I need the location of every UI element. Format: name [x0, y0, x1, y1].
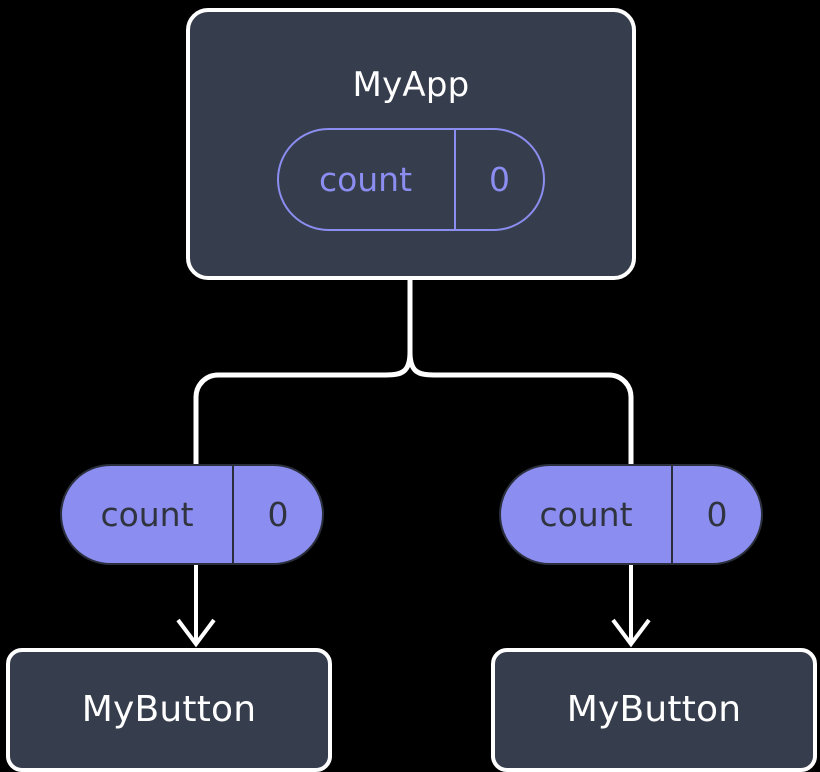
state-value-label: 0: [489, 160, 510, 199]
component-card-mybutton-left[interactable]: MyButton: [6, 648, 332, 772]
edge-split-right: [407, 351, 634, 466]
arrowhead-left-icon: [176, 618, 216, 648]
state-value-label: 0: [267, 495, 289, 534]
state-key-label: count: [62, 466, 234, 563]
state-value-label: 0: [706, 495, 728, 534]
component-card-mybutton-right[interactable]: MyButton: [491, 648, 817, 772]
component-name-label: MyApp: [352, 65, 470, 105]
edge-split-left: [193, 351, 413, 466]
component-name-label: MyButton: [81, 689, 257, 730]
component-name-label: MyButton: [566, 689, 742, 730]
state-pill-right[interactable]: count 0: [499, 464, 763, 565]
arrowhead-right-icon: [611, 618, 651, 648]
state-pill-root[interactable]: count 0: [277, 128, 545, 231]
state-pill-left[interactable]: count 0: [60, 464, 324, 565]
state-key-label: count: [279, 130, 456, 229]
state-key-label: count: [501, 466, 673, 563]
